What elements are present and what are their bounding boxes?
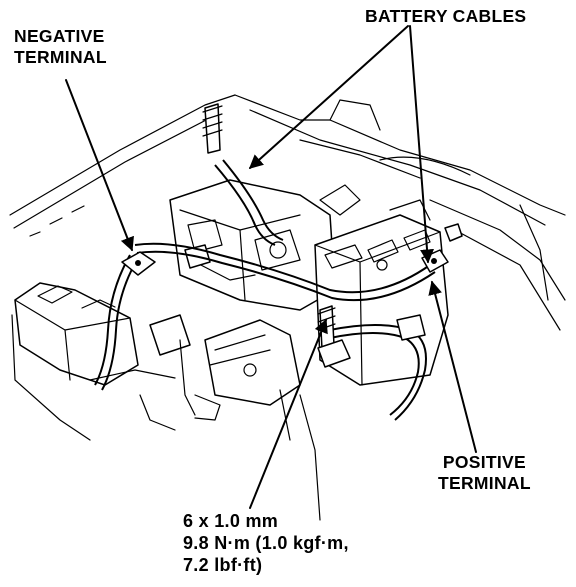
battery-cables-arrow-left (248, 25, 409, 169)
battery-cables-label-text: BATTERY CABLES (365, 6, 527, 26)
battery-cables-drawing (94, 159, 436, 421)
battery (314, 184, 449, 386)
battery-cables-arrow-right (409, 25, 435, 264)
negative-terminal-label-line1: NEGATIVE (14, 26, 105, 46)
positive-terminal-label: POSITIVE TERMINAL (438, 452, 531, 494)
negative-terminal-arrow (65, 79, 134, 252)
positive-terminal-arrow (428, 280, 477, 453)
bolt-spec-arrow (249, 318, 328, 509)
bolt-size: 6 x 1.0 mm (183, 511, 279, 531)
leader-arrows (65, 25, 477, 509)
positive-terminal-label-line1: POSITIVE (442, 452, 526, 472)
battery-cables-label: BATTERY CABLES (365, 6, 526, 27)
positive-terminal-label-line2: TERMINAL (438, 473, 531, 493)
bolt-torque-line2: 7.2 lbf·ft) (183, 555, 263, 575)
body-panels (9, 94, 566, 441)
terminals (121, 103, 463, 368)
negative-terminal-label: NEGATIVE TERMINAL (14, 26, 107, 68)
negative-terminal-label-line2: TERMINAL (14, 47, 107, 67)
bolt-torque-line1: 9.8 N·m (1.0 kgf·m, (183, 533, 349, 553)
bolt-spec-label: 6 x 1.0 mm 9.8 N·m (1.0 kgf·m, 7.2 lbf·f… (183, 510, 349, 576)
fuse-box (14, 282, 139, 386)
